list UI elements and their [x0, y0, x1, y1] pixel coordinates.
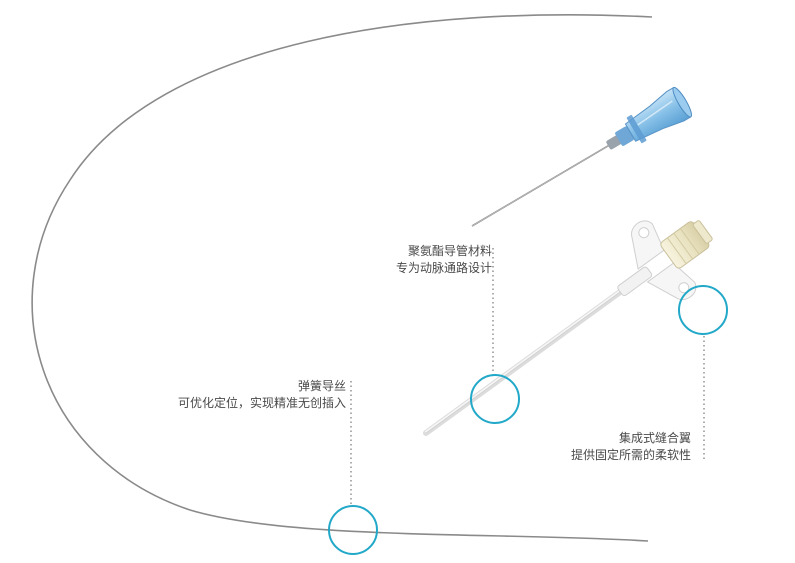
callout-spring-guidewire: 弹簧导丝 可优化定位，实现精准无创插入: [178, 378, 346, 412]
callout-spring-guidewire-subtitle: 可优化定位，实现精准无创插入: [177, 396, 346, 410]
callout-suture-wing: 集成式缝合翼 提供固定所需的柔软性: [571, 430, 691, 464]
introducer-needle: [471, 86, 693, 227]
callout-ring-guidewire: [328, 505, 378, 555]
callout-suture-wing-title: 集成式缝合翼: [618, 431, 691, 445]
callout-ring-suture-wing: [678, 285, 728, 335]
callout-polyurethane: 聚氨酯导管材料 专为动脉通路设计: [396, 243, 492, 277]
catheter: [423, 220, 713, 436]
callout-polyurethane-subtitle: 专为动脉通路设计: [395, 261, 492, 275]
callout-polyurethane-title: 聚氨酯导管材料: [407, 244, 492, 258]
callout-ring-catheter: [470, 374, 520, 424]
callout-suture-wing-subtitle: 提供固定所需的柔软性: [570, 448, 691, 462]
guidewire: [31, 14, 653, 542]
callout-spring-guidewire-title: 弹簧导丝: [297, 379, 346, 393]
